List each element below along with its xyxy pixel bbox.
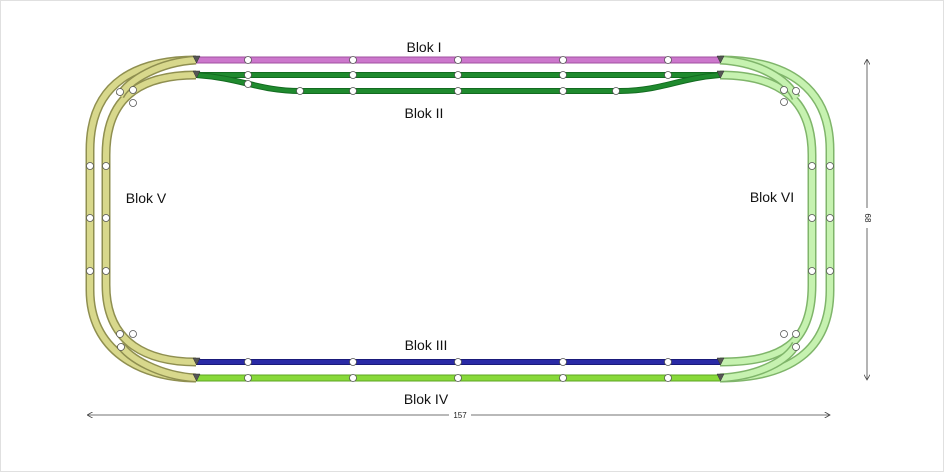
marker-icon (716, 70, 725, 79)
marker-icon (192, 70, 201, 79)
label-blok-ii: Blok II (405, 105, 444, 121)
label-blok-v: Blok V (126, 190, 167, 206)
dimension-width: 157 (88, 410, 830, 420)
block-markers (192, 55, 725, 382)
label-blok-iv: Blok IV (404, 391, 449, 407)
marker-icon (192, 373, 201, 382)
marker-icon (716, 55, 725, 64)
dimension-width-label: 157 (453, 411, 467, 420)
dimension-height-label: 68 (863, 214, 872, 223)
label-blok-iii: Blok III (405, 337, 448, 353)
marker-icon (716, 373, 725, 382)
marker-icon (716, 357, 725, 366)
label-blok-i: Blok I (406, 39, 441, 55)
label-blok-vi: Blok VI (750, 189, 794, 205)
track-joints (86, 56, 834, 382)
marker-icon (192, 357, 201, 366)
dimension-height: 68 (862, 60, 872, 380)
marker-icon (192, 55, 201, 64)
